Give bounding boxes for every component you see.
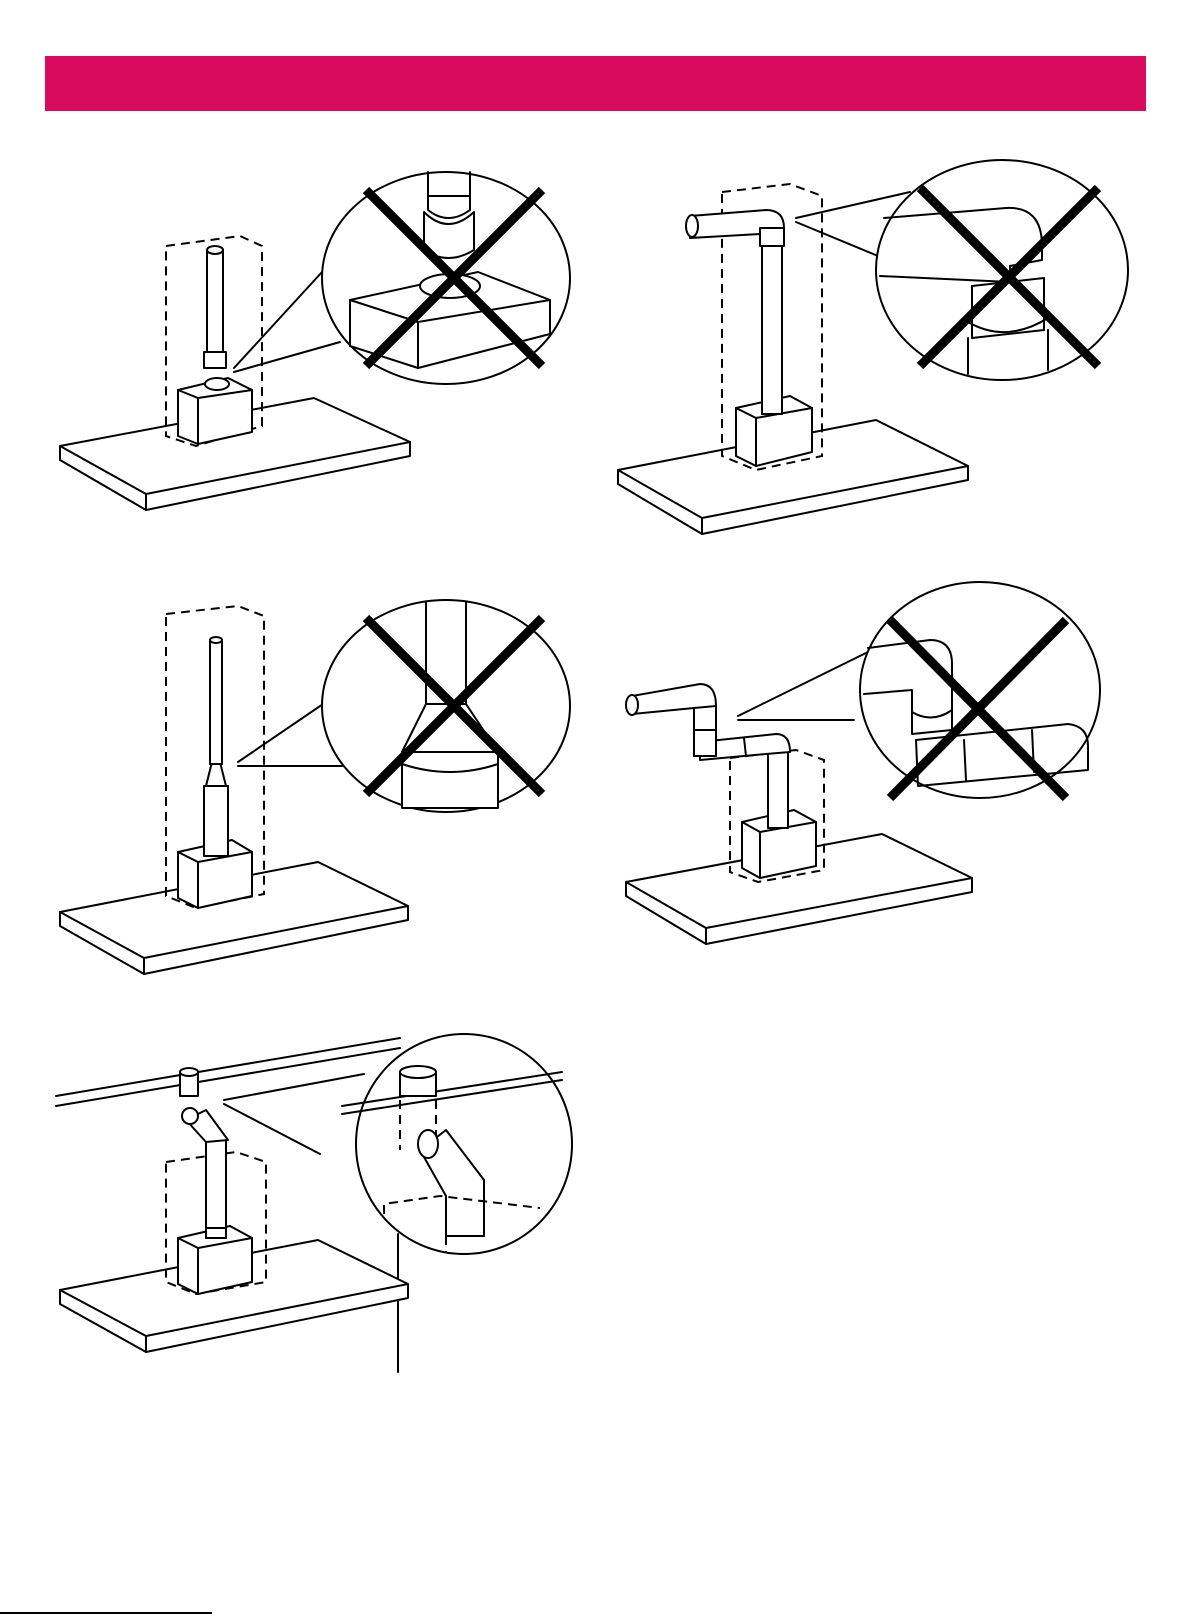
duct-pipe [686,210,784,414]
figure-pipe-reduced-diameter [60,600,570,974]
ceiling [56,1038,400,1106]
figure-pipe-disconnected [60,172,570,510]
figure-pipe-bend-near-unit [618,160,1128,534]
figure-pipe-multiple-bends [626,582,1100,944]
zoom-callout [342,1034,572,1254]
duct-pipe [204,637,228,856]
duct-pipe [204,246,226,368]
footer-rule [0,1612,212,1614]
figure-pipe-correct-through-ceiling [56,1034,572,1372]
duct-pipe [626,684,790,828]
zoom-callout [860,582,1100,798]
duct-pipe [180,1068,228,1238]
